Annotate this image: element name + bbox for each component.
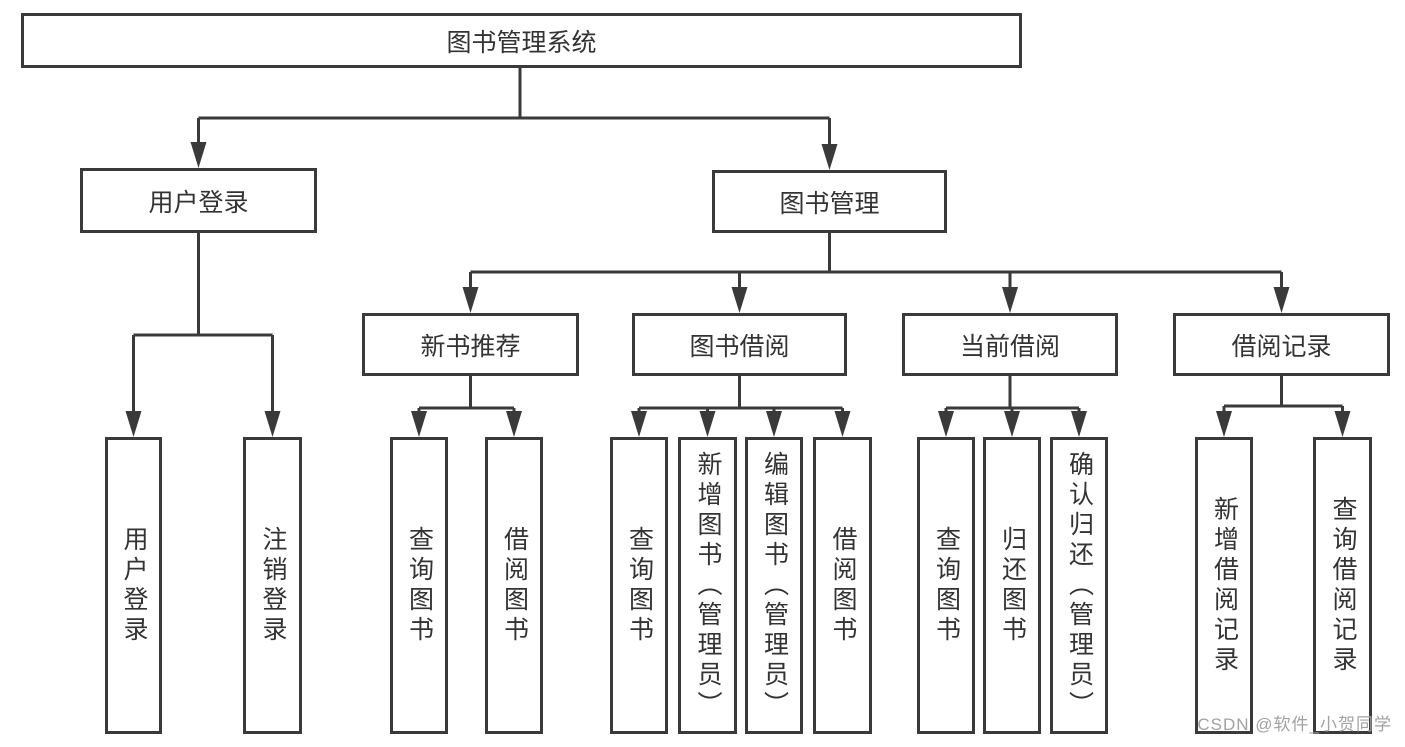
- leaf-logout-label: 注销登录: [259, 525, 287, 646]
- node-borrowing-records: 借阅记录: [1173, 313, 1390, 376]
- node-current-borrowing: 当前借阅: [902, 313, 1118, 376]
- leaf-add-books-admin-label: 新增图书（管理员）: [694, 450, 722, 721]
- leaf-query-borrow-record: 查询借阅记录: [1313, 437, 1372, 734]
- node-new-book-recommend: 新书推荐: [362, 313, 579, 376]
- node-book-borrowing: 图书借阅: [632, 313, 847, 376]
- node-user-login-label: 用户登录: [148, 188, 249, 217]
- node-borrowing-records-label: 借阅记录: [1231, 332, 1332, 361]
- leaf-add-books-admin: 新增图书（管理员）: [678, 437, 737, 734]
- leaf-query-books-2-label: 查询图书: [625, 525, 654, 646]
- leaf-confirm-return-admin-label: 确认归还（管理员）: [1065, 450, 1094, 721]
- leaf-return-books: 归还图书: [983, 437, 1041, 734]
- leaf-query-books-2: 查询图书: [610, 437, 668, 734]
- leaf-confirm-return-admin: 确认归还（管理员）: [1050, 437, 1108, 734]
- leaf-borrow-books-1-label: 借阅图书: [500, 525, 529, 646]
- node-current-borrowing-label: 当前借阅: [959, 332, 1060, 361]
- leaf-query-books-3-label: 查询图书: [932, 525, 961, 646]
- leaf-edit-books-admin: 编辑图书（管理员）: [745, 437, 803, 734]
- leaf-query-books-1-label: 查询图书: [405, 525, 434, 646]
- leaf-user-login: 用户登录: [105, 437, 162, 734]
- node-book-borrowing-label: 图书借阅: [689, 332, 790, 361]
- leaf-add-borrow-record: 新增借阅记录: [1195, 437, 1253, 734]
- arrowhead-icons: [125, 142, 1351, 437]
- leaf-borrow-books-2-label: 借阅图书: [829, 525, 857, 646]
- leaf-return-books-label: 归还图书: [998, 525, 1027, 646]
- leaf-user-login-label: 用户登录: [120, 525, 148, 646]
- csdn-watermark: CSDN @软件_小贺同学: [1197, 715, 1392, 734]
- node-root-label: 图书管理系统: [446, 28, 597, 57]
- node-root: 图书管理系统: [21, 13, 1022, 68]
- node-new-book-recommend-label: 新书推荐: [420, 332, 521, 361]
- node-book-management: 图书管理: [712, 170, 947, 233]
- leaf-logout: 注销登录: [243, 437, 302, 734]
- leaf-borrow-books-2: 借阅图书: [813, 437, 872, 734]
- leaf-query-borrow-record-label: 查询借阅记录: [1329, 495, 1357, 676]
- leaf-edit-books-admin-label: 编辑图书（管理员）: [760, 450, 789, 721]
- leaf-add-borrow-record-label: 新增借阅记录: [1210, 495, 1239, 676]
- leaf-query-books-1: 查询图书: [390, 437, 448, 734]
- leaf-query-books-3: 查询图书: [917, 437, 975, 734]
- node-user-login: 用户登录: [80, 168, 317, 233]
- node-book-management-label: 图书管理: [779, 189, 880, 218]
- leaf-borrow-books-1: 借阅图书: [485, 437, 543, 734]
